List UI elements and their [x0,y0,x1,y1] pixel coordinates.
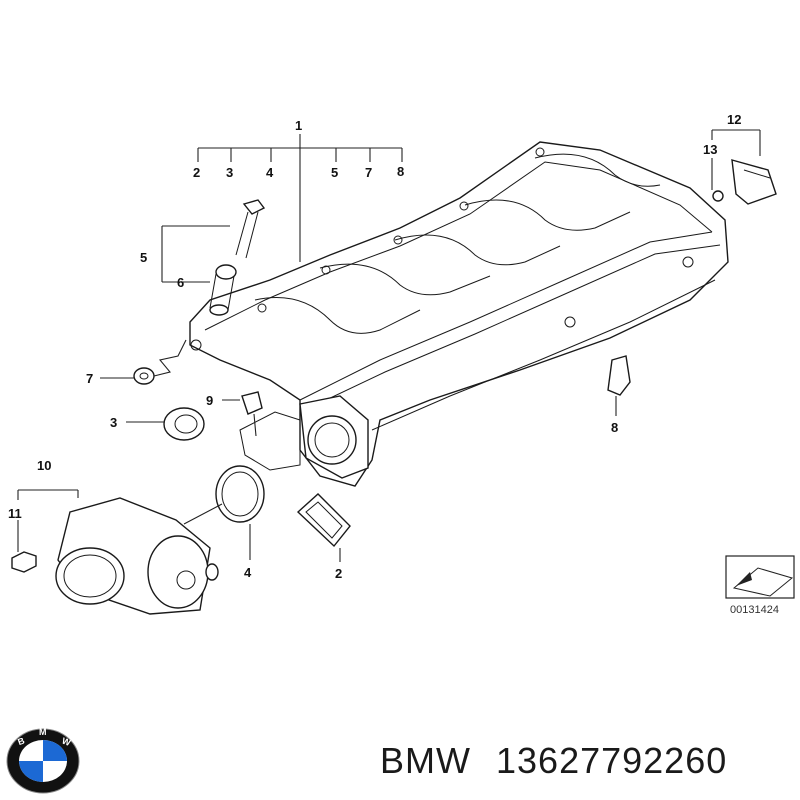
bmw-logo: B M W [6,727,80,794]
callout-4-bottom: 4 [244,565,252,580]
sleeve-part-6 [209,264,237,316]
caption-part-number: 13627792260 [496,740,728,781]
seal-ring-part-3 [126,407,205,441]
callout-2-bottom: 2 [335,566,342,581]
drawing-code-box [725,555,795,599]
grommet-part-7 [100,339,187,385]
callout-6: 6 [177,275,184,290]
callout-bracket-top [197,134,403,262]
intake-manifold [189,141,729,487]
clip-part-8 [607,355,631,416]
svg-text:M: M [39,727,47,737]
bolt-part-5 [161,199,266,283]
svg-text:W: W [61,736,73,748]
throttle-body-part-10 [11,489,219,615]
callout-7-top: 7 [365,165,372,180]
callout-13: 13 [703,142,717,157]
callout-9: 9 [206,393,213,408]
callout-4-top: 4 [266,165,274,180]
callout-3-left: 3 [110,415,117,430]
callout-8-right: 8 [611,420,618,435]
cap-part-9 [222,391,263,437]
part-caption: BMW 13627792260 [380,740,790,788]
callout-5-left: 5 [140,250,147,265]
callout-8-top: 8 [397,164,404,179]
drawing-code: 00131424 [730,604,779,616]
callout-11: 11 [8,506,22,521]
gasket-part-2 [296,493,351,562]
callout-3-top: 3 [226,165,233,180]
callout-5-top: 5 [331,165,338,180]
caption-brand: BMW [380,740,471,781]
callout-10: 10 [37,458,51,473]
callout-12: 12 [727,112,741,127]
callout-2-top: 2 [193,165,200,180]
o-ring-part-4 [183,465,265,560]
sensor-part-12 [711,129,777,205]
svg-text:B: B [16,735,26,747]
callout-1: 1 [295,118,302,133]
callout-7-left: 7 [86,371,93,386]
